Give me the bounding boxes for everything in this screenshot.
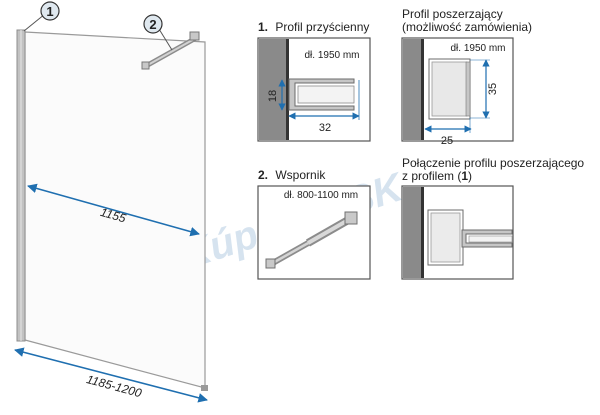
panel-bracket-heading: 2. Wspornik — [258, 168, 326, 182]
panel-wall-profile-heading: 1. Profil przyścienny — [258, 20, 369, 34]
panel-connection-title-2: z profilem (1) — [402, 169, 472, 183]
panel-extension-profile: Profil poszerzający (możliwość zamówieni… — [401, 7, 532, 147]
dim-label-1155: 1155 — [99, 205, 128, 226]
callout-2: 2 — [143, 14, 173, 51]
panel-connection-title-2-num: 1 — [461, 169, 468, 183]
panel-wall-profile-dim-w: 32 — [319, 122, 331, 134]
panel-wall-profile-length: dł. 1950 mm — [304, 50, 359, 61]
panel-extension-title-2: (możliwość zamówienia) — [402, 20, 532, 34]
panel-extension-dim-w: 25 — [441, 135, 453, 147]
glass-foot — [201, 385, 208, 391]
panel-bracket: 2. Wspornik dł. 800-1100 mm — [257, 168, 371, 280]
panel-connection-title-2-prefix: z profilem ( — [402, 169, 461, 183]
bracket-drawing — [265, 211, 358, 269]
panel-wall-profile-num: 1. — [258, 20, 268, 34]
panel-extension-length: dł. 1950 mm — [450, 43, 505, 54]
panel-wall-profile-title: Profil przyścienny — [275, 20, 369, 34]
panel-connection-title-1: Połączenie profilu poszerzającego — [402, 156, 584, 170]
panel-extension-dim-h: 35 — [487, 83, 499, 95]
panel-connection-title-2-suffix: ) — [468, 169, 472, 183]
panel-wall-profile-dim-h: 18 — [267, 90, 279, 102]
panel-extension-title-1: Profil poszerzający — [402, 7, 503, 21]
panel-wall-profile: 1. Profil przyścienny dł. 1950 mm 18 32 — [257, 20, 371, 142]
panel-bracket-length: dł. 800-1100 mm — [284, 190, 358, 201]
panel-bracket-title: Wspornik — [275, 168, 326, 182]
callout-1: 1 — [23, 1, 60, 32]
dim-line-1185 — [14, 347, 208, 403]
main-glass-drawing: 1 2 1155 1185-1200 — [14, 1, 208, 403]
panel-connection: Połączenie profilu poszerzającego z prof… — [401, 156, 584, 280]
callout-1-label: 1 — [46, 4, 53, 19]
panel-bracket-num: 2. — [258, 168, 268, 182]
dim-line-1155 — [27, 183, 200, 237]
callout-2-label: 2 — [149, 17, 156, 32]
support-arm — [141, 31, 200, 70]
